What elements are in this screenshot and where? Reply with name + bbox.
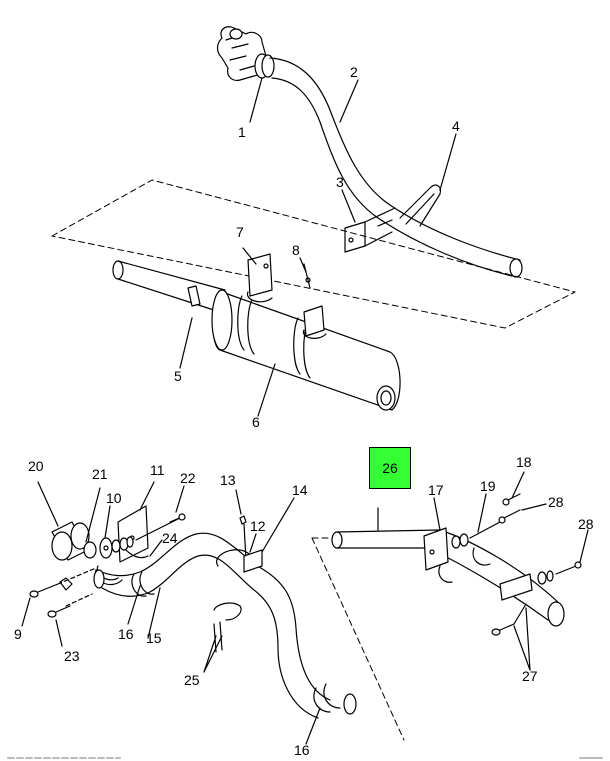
leader-11: [139, 481, 155, 511]
callout-5: 5: [174, 368, 182, 384]
leader-10: [104, 505, 111, 539]
callout-22: 22: [180, 470, 196, 486]
flange-10: [99, 537, 113, 559]
leader-21: [85, 487, 101, 543]
callout-25: 25: [184, 672, 200, 688]
leader-25: [203, 635, 223, 673]
bolt-9: [29, 567, 97, 598]
leader-28a: [521, 503, 547, 511]
dashed-outline-top: [51, 179, 576, 329]
clamp-16b: [313, 683, 357, 715]
callout-6: 6: [252, 414, 260, 430]
dashed-outline-bottom: [311, 537, 405, 741]
clamp-12: [216, 549, 263, 573]
leader-2: [339, 79, 359, 123]
callout-23: 23: [64, 648, 80, 664]
leader-8: [299, 257, 307, 273]
callout-2: 2: [350, 64, 358, 80]
turbo-elbow: [216, 26, 275, 81]
callout-3: 3: [336, 174, 344, 190]
leader-28b: [579, 529, 589, 563]
leader-3: [341, 189, 356, 223]
leader-17: [433, 497, 441, 531]
callout-17: 17: [428, 482, 444, 498]
leader-12: [249, 533, 257, 553]
bracket-3: [344, 207, 396, 253]
clamps-26: [438, 547, 582, 601]
callout-20: 20: [28, 458, 44, 474]
bolts-27: [491, 603, 527, 636]
callout-12: 12: [250, 518, 266, 534]
callout-4: 4: [452, 118, 460, 134]
callout-8: 8: [292, 242, 300, 258]
leader-27: [513, 607, 531, 671]
rain-cap-20: [51, 521, 90, 561]
callout-18: 18: [516, 454, 532, 470]
callout-21: 21: [92, 466, 108, 482]
callout-16b: 16: [294, 742, 310, 758]
leader-15: [147, 587, 161, 639]
leader-16a: [127, 585, 141, 625]
leader-24: [149, 539, 163, 557]
callout-16a: 16: [118, 626, 134, 642]
callout-11: 11: [150, 462, 165, 478]
leader-13: [235, 489, 242, 515]
leader-1: [249, 77, 263, 123]
callout-13: 13: [220, 472, 236, 488]
pipe-5: [112, 260, 226, 313]
clamp-lower: [213, 602, 242, 621]
leader-9: [21, 597, 31, 627]
callout-10: 10: [106, 490, 122, 506]
hardware-19: [451, 493, 521, 549]
bolt-13: [239, 515, 247, 561]
bracket-17: [423, 527, 449, 571]
clamp-16a: [131, 571, 155, 597]
leader-6: [257, 363, 276, 417]
leader-18: [511, 471, 525, 499]
leader-20: [37, 481, 59, 527]
callout-27: 27: [522, 668, 538, 684]
leader-22: [175, 485, 185, 513]
hanger-4: [399, 184, 441, 227]
leader-5: [179, 317, 193, 369]
callout-24: 24: [162, 530, 178, 546]
callout-9: 9: [14, 626, 22, 642]
bolt-8: [303, 263, 311, 289]
callout-1: 1: [238, 124, 246, 140]
callout-7: 7: [236, 224, 244, 240]
callout-14: 14: [292, 482, 308, 498]
callout-19: 19: [480, 478, 496, 494]
leader-4: [439, 133, 457, 191]
muffler-6: [211, 289, 401, 411]
leader-7: [242, 247, 257, 265]
highlighted-part-26[interactable]: 26: [369, 447, 411, 489]
leader-14: [261, 497, 295, 553]
leader-23: [55, 619, 63, 647]
callout-28a: 28: [548, 494, 564, 510]
leader-16b: [305, 707, 321, 745]
clamp-21: [83, 541, 97, 559]
pipe-2: [269, 57, 523, 278]
leader-19: [477, 493, 487, 533]
callout-28b: 28: [578, 516, 594, 532]
callout-15: 15: [146, 630, 162, 646]
bolt-23: [47, 593, 93, 618]
bracket-11: [117, 505, 149, 563]
hardware-stack: [111, 513, 186, 553]
bracket-7: [246, 253, 327, 339]
